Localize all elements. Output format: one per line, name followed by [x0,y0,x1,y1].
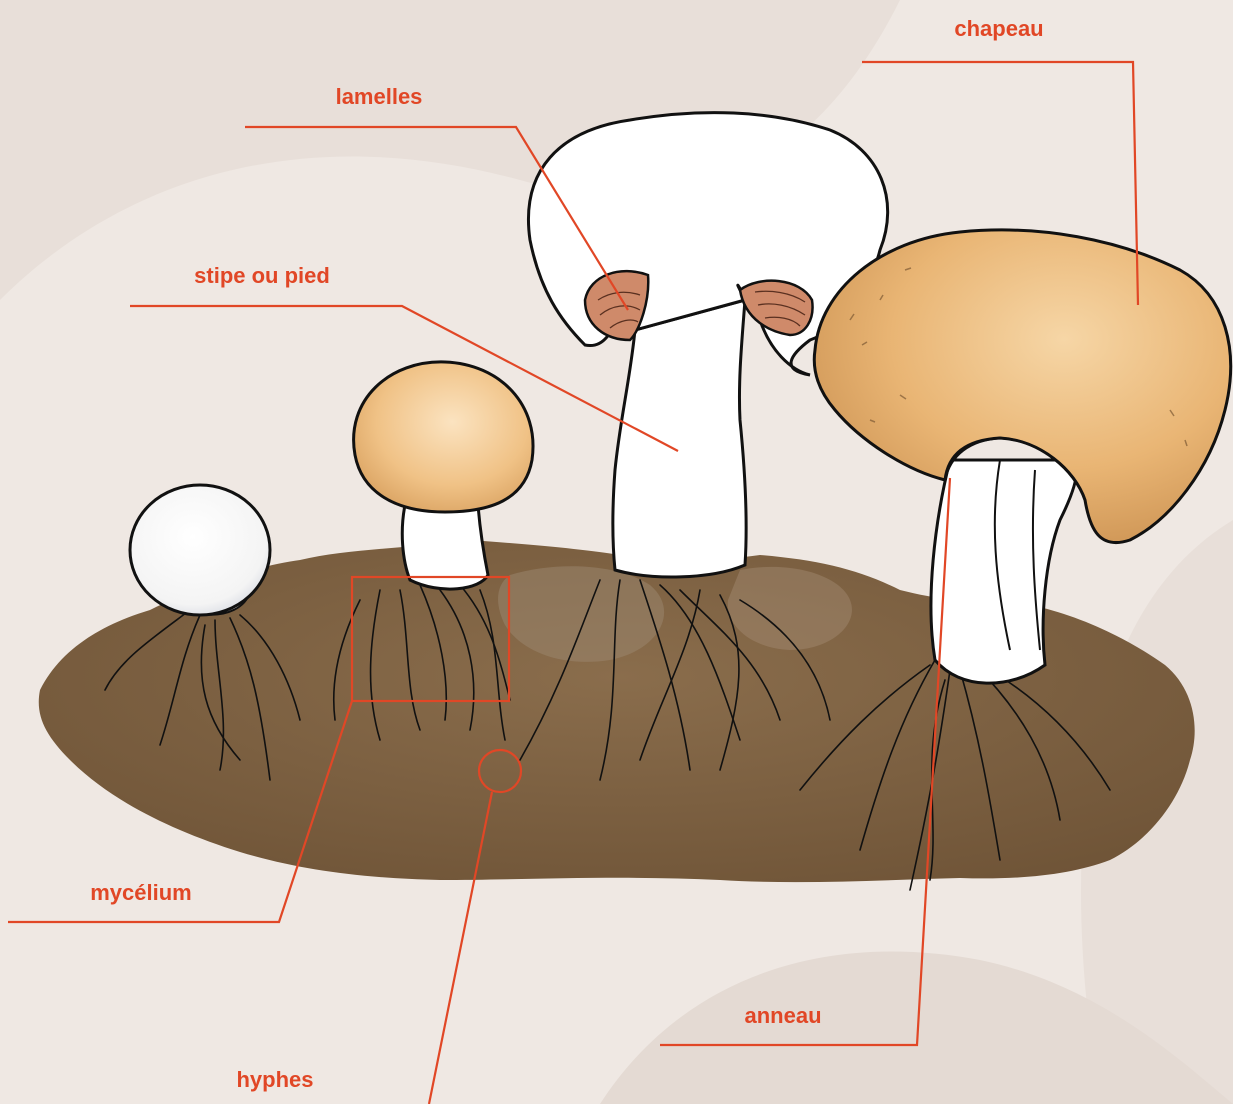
label-anneau: anneau [744,1005,821,1027]
young-cap [354,362,533,512]
section-stem [613,300,746,577]
label-stipe: stipe ou pied [194,265,330,287]
label-chapeau: chapeau [954,18,1043,40]
button-mushroom-small [130,485,270,615]
gills-right [740,281,813,335]
label-mycelium: mycélium [90,882,192,904]
label-lamelles: lamelles [336,86,423,108]
ball-cap [130,485,270,615]
label-hyphes: hyphes [236,1069,313,1091]
